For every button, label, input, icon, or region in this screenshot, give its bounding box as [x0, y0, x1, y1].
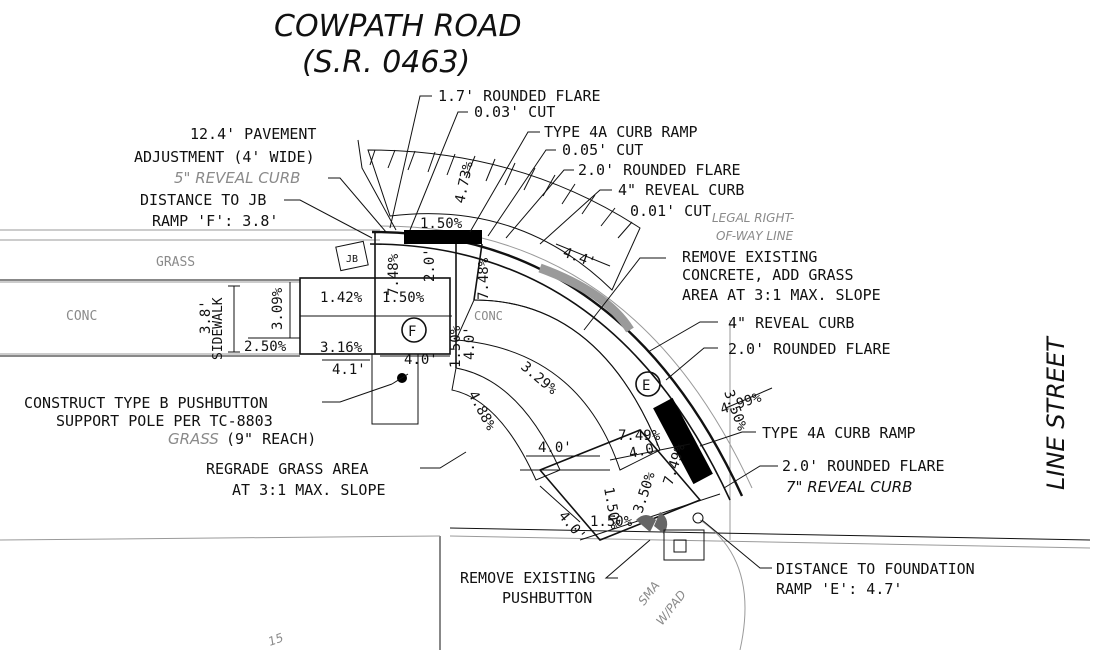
label-conc-ramp: CONC — [474, 309, 503, 323]
callout-pushbutton-1: CONSTRUCT TYPE B PUSHBUTTON — [24, 394, 268, 412]
callout-type4a-top: TYPE 4A CURB RAMP — [544, 123, 698, 141]
callout-regrade-2: AT 3:1 MAX. SLOPE — [232, 481, 386, 499]
callout-remove-conc-2: CONCRETE, ADD GRASS — [682, 266, 854, 284]
slope-7-48-a: 7.48% — [386, 253, 402, 296]
callout-flare-17: 1.7' ROUNDED FLARE — [438, 87, 601, 105]
callout-cut-005: 0.05' CUT — [562, 141, 643, 159]
callout-cut-001: 0.01' CUT — [630, 202, 711, 220]
dim-4-0-e-inner: 4.0' — [628, 439, 664, 462]
callout-remove-pb-1: REMOVE EXISTING — [460, 569, 595, 587]
ramp-tag-e: E — [635, 371, 661, 397]
tag-f: F — [408, 324, 416, 340]
callout-remove-conc-3: AREA AT 3:1 MAX. SLOPE — [682, 286, 881, 304]
dim-4-1: 4.1' — [332, 362, 366, 378]
slope-1-50-e-v: 1.50% — [600, 486, 623, 531]
sheet-mark: 15 — [266, 630, 285, 648]
slope-1-50-f: 1.50% — [382, 290, 425, 306]
slope-2-50: 2.50% — [244, 339, 287, 355]
ramp-tag-f: F — [401, 317, 427, 343]
callout-pushbutton-3a: GRASS — [168, 430, 219, 448]
concrete-ramp-field — [451, 299, 661, 481]
label-legal-row-1: LEGAL RIGHT- — [712, 211, 794, 225]
dimension-lines — [228, 243, 773, 523]
slope-3-50-b: 3.50% — [631, 470, 659, 516]
callouts: 1.7' ROUNDED FLARE 0.03' CUT TYPE 4A CUR… — [24, 87, 975, 607]
callout-dist-found-1: DISTANCE TO FOUNDATION — [776, 560, 975, 578]
dim-4-4: 4.4' — [561, 245, 598, 272]
label-w-pad: W/PAD — [653, 588, 689, 628]
pushbutton-e-existing — [636, 512, 705, 561]
callout-reveal7: 7" REVEAL CURB — [786, 478, 912, 496]
pushbutton-f — [391, 373, 409, 385]
tag-e: E — [642, 378, 650, 394]
callout-pave-adj-1: 12.4' PAVEMENT — [190, 125, 316, 143]
callout-regrade-1: REGRADE GRASS AREA — [206, 460, 369, 478]
dimension-labels: 4.4' 3.8' 4.1' 4.0' 4.0' 2.0' 4.0' 4.0' … — [198, 245, 664, 545]
drawing-title: COWPATH ROAD (S.R. 0463) — [274, 9, 522, 80]
callout-dist-jb-1: DISTANCE TO JB — [140, 191, 266, 209]
detectable-warning-e — [653, 397, 713, 485]
pavement-adjustment-band — [538, 263, 634, 333]
slope-1-50-e-b: 1.50% — [590, 514, 633, 530]
label-legal-row-2: OF-WAY LINE — [716, 229, 794, 243]
slope-1-50-f-v: 1.50% — [448, 325, 464, 368]
hatched-slope-top — [367, 149, 641, 291]
leader-lines — [284, 95, 778, 579]
slope-4-88: 4.88% — [464, 388, 498, 433]
ramp-f — [299, 230, 483, 425]
label-sidewalk: SIDEWALK — [211, 297, 226, 360]
dim-2-0-top: 2.0' — [422, 248, 438, 282]
label-grass: GRASS — [156, 255, 195, 270]
callout-cut-003: 0.03' CUT — [474, 103, 555, 121]
street-name: LINE STREET — [1042, 335, 1070, 490]
road-name: COWPATH ROAD — [274, 9, 522, 44]
label-sma: SMA — [635, 579, 662, 608]
dim-4-0-ramp: 4.0' — [462, 326, 478, 360]
callout-remove-conc-1: REMOVE EXISTING — [682, 248, 817, 266]
dim-3-8: 3.8' — [198, 300, 214, 334]
slope-1-50-top: 1.50% — [420, 216, 463, 232]
dim-4-0-f: 4.0' — [404, 352, 438, 368]
callout-reveal4-mid: 4" REVEAL CURB — [728, 314, 854, 332]
label-conc: CONC — [66, 309, 97, 324]
callout-flare-20-top: 2.0' ROUNDED FLARE — [578, 161, 741, 179]
dim-4-0-e-left: 4.0' — [538, 440, 572, 456]
callout-flare-20-bot: 2.0' ROUNDED FLARE — [782, 457, 945, 475]
callout-pave-adj-2: ADJUSTMENT (4' WIDE) — [134, 148, 315, 166]
callout-type4a-bot: TYPE 4A CURB RAMP — [762, 424, 916, 442]
callout-remove-pb-2: PUSHBUTTON — [502, 589, 592, 607]
callout-reveal4-top: 4" REVEAL CURB — [618, 181, 744, 199]
slope-7-49-a: 7.49% — [618, 428, 661, 444]
junction-box: JB — [335, 240, 369, 272]
road-edge-lines — [0, 229, 1091, 650]
route-number: (S.R. 0463) — [302, 45, 470, 80]
callout-pushbutton-3b: (9" REACH) — [226, 430, 316, 448]
callout-pushbutton-2: SUPPORT POLE PER TC-8803 — [56, 412, 273, 430]
callout-flare-20-mid: 2.0' ROUNDED FLARE — [728, 340, 891, 358]
callout-reveal5: 5" REVEAL CURB — [174, 169, 300, 187]
callout-dist-found-2: RAMP 'E': 4.7' — [776, 580, 902, 598]
slope-7-48-b: 7.48% — [476, 257, 492, 300]
slope-3-09: 3.09% — [270, 287, 286, 330]
callout-dist-jb-2: RAMP 'F': 3.8' — [152, 212, 278, 230]
slope-1-42: 1.42% — [320, 290, 363, 306]
slope-3-29: 3.29% — [517, 359, 560, 399]
jb-label: JB — [346, 254, 358, 265]
slope-3-16: 3.16% — [320, 340, 363, 356]
detectable-warning-f — [404, 230, 482, 244]
slope-4-73: 4.73% — [452, 160, 477, 205]
